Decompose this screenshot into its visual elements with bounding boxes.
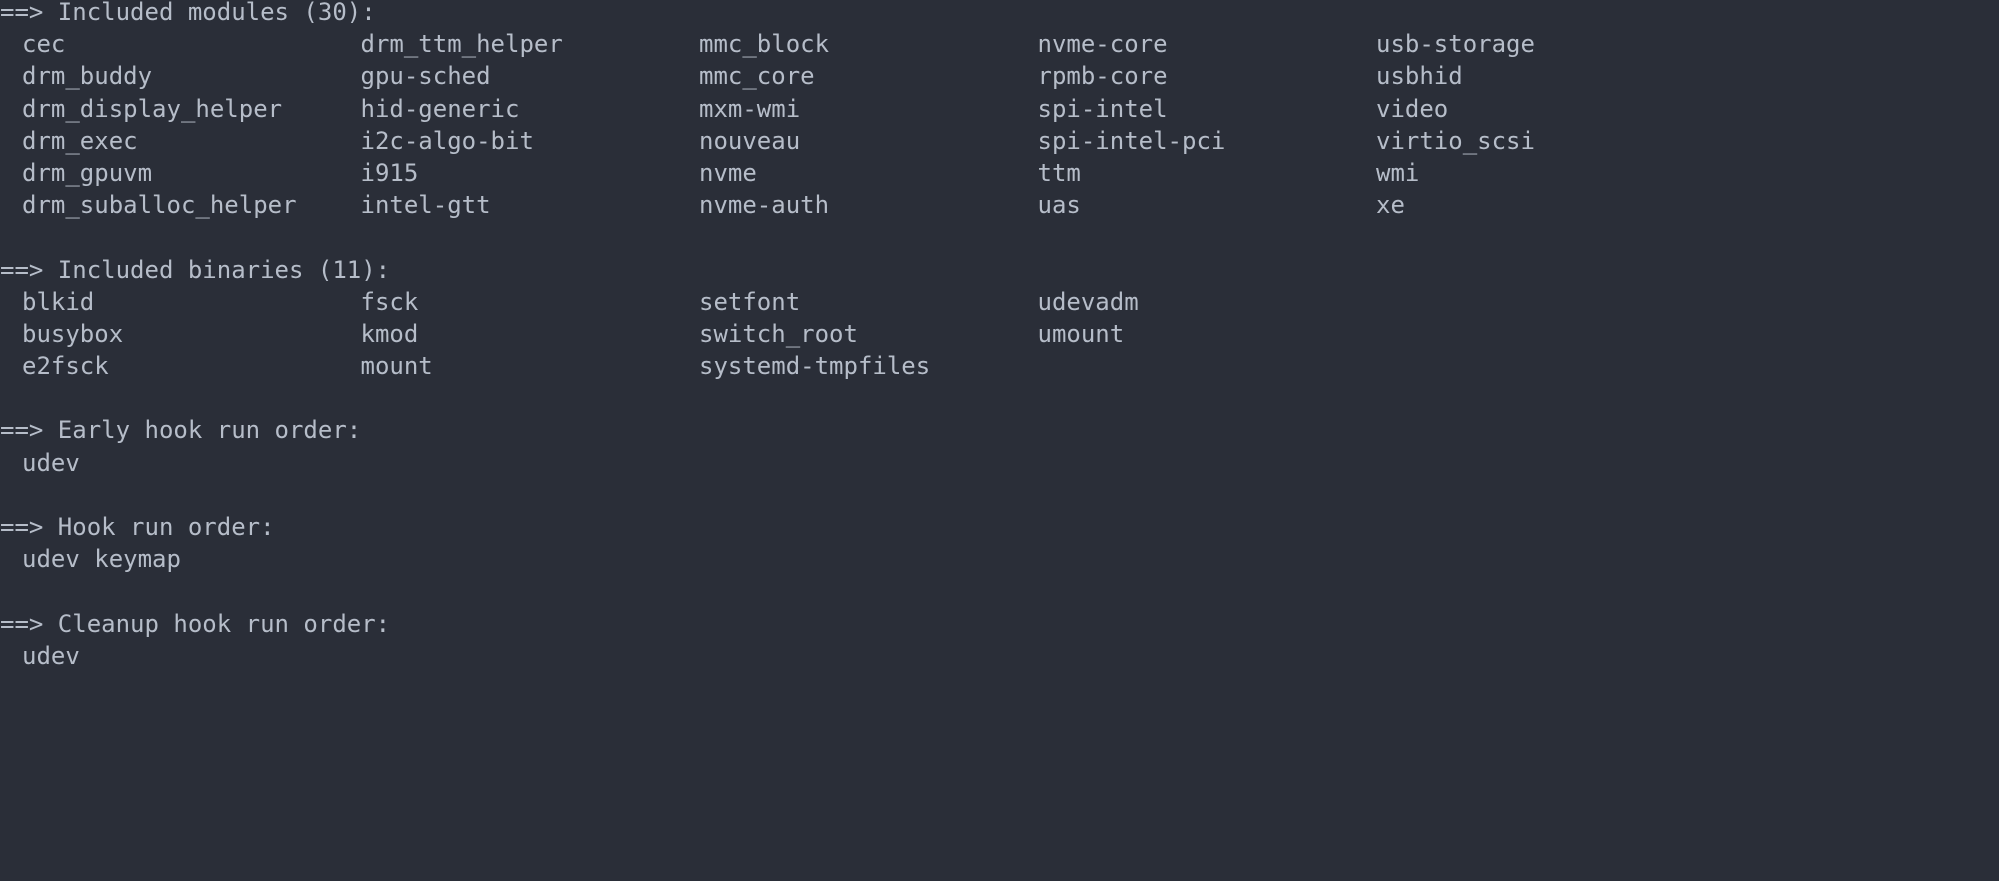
module-item: i915: [360, 158, 419, 187]
module-item: spi-intel: [1037, 94, 1168, 123]
modules-row: drm_suballoc_helper intel-gtt nvme-auth …: [0, 189, 1999, 221]
modules-row: drm_gpuvm i915 nvme ttm wmi: [0, 157, 1999, 189]
hook-run-order-value: udev keymap: [22, 545, 181, 574]
early-hook-run-order-heading: ==> Early hook run order:: [0, 416, 362, 445]
module-item: rpmb-core: [1037, 62, 1168, 91]
blank-line: [0, 382, 1999, 414]
module-item: uas: [1037, 191, 1081, 220]
module-item: video: [1376, 94, 1449, 123]
module-item: drm_buddy: [22, 62, 153, 91]
module-item: wmi: [1376, 158, 1420, 187]
module-item: nvme-auth: [699, 191, 830, 220]
module-item: mxm-wmi: [699, 94, 801, 123]
module-item: usb-storage: [1376, 30, 1535, 59]
binary-item: systemd-tmpfiles: [699, 352, 931, 381]
binary-item: udevadm: [1037, 287, 1139, 316]
binary-item: blkid: [22, 287, 95, 316]
blank-line: [0, 575, 1999, 607]
modules-row: drm_exec i2c-algo-bit nouveau spi-intel-…: [0, 125, 1999, 157]
module-item: nouveau: [699, 126, 801, 155]
blank-line: [0, 479, 1999, 511]
binary-item: busybox: [22, 319, 124, 348]
modules-row: drm_display_helper hid-generic mxm-wmi s…: [0, 93, 1999, 125]
module-item: drm_display_helper: [22, 94, 283, 123]
module-item: hid-generic: [360, 94, 520, 123]
blank-line: [0, 221, 1999, 253]
module-item: gpu-sched: [360, 62, 491, 91]
module-item: xe: [1376, 191, 1405, 220]
module-item: spi-intel-pci: [1037, 126, 1226, 155]
module-item: nvme: [699, 158, 757, 187]
module-item: mmc_block: [699, 30, 830, 59]
binaries-row: e2fsck mount systemd-tmpfiles: [0, 350, 1999, 382]
module-item: intel-gtt: [360, 191, 491, 220]
cleanup-hook-run-order-heading: ==> Cleanup hook run order:: [0, 609, 391, 638]
binary-item: e2fsck: [22, 352, 109, 381]
module-item: drm_ttm_helper: [360, 30, 563, 59]
binary-item: fsck: [360, 287, 419, 316]
binaries-row: blkid fsck setfont udevadm: [0, 286, 1999, 318]
module-item: virtio_scsi: [1376, 126, 1535, 155]
module-item: drm_suballoc_helper: [22, 191, 297, 220]
binaries-row: busybox kmod switch_root umount: [0, 318, 1999, 350]
binary-item: kmod: [360, 319, 419, 348]
hook-run-order-heading: ==> Hook run order:: [0, 513, 275, 541]
module-item: usbhid: [1376, 62, 1463, 91]
module-item: nvme-core: [1037, 30, 1168, 59]
cleanup-hook-run-order-value: udev: [22, 641, 80, 670]
binary-item: umount: [1037, 319, 1125, 348]
binary-item: switch_root: [699, 319, 858, 348]
modules-row: cec drm_ttm_helper mmc_block nvme-core u…: [0, 28, 1999, 60]
module-item: i2c-algo-bit: [360, 126, 534, 155]
binary-item: setfont: [699, 287, 801, 316]
early-hook-run-order-value: udev: [22, 448, 80, 477]
module-item: ttm: [1037, 158, 1081, 187]
binary-item: mount: [360, 352, 433, 381]
binaries-heading: ==> Included binaries (11):: [0, 255, 391, 284]
module-item: drm_exec: [22, 126, 138, 155]
modules-heading: ==> Included modules (30):: [0, 0, 376, 26]
module-item: cec: [22, 30, 66, 59]
modules-row: drm_buddy gpu-sched mmc_core rpmb-core u…: [0, 60, 1999, 92]
module-item: mmc_core: [699, 62, 815, 91]
module-item: drm_gpuvm: [22, 158, 153, 187]
